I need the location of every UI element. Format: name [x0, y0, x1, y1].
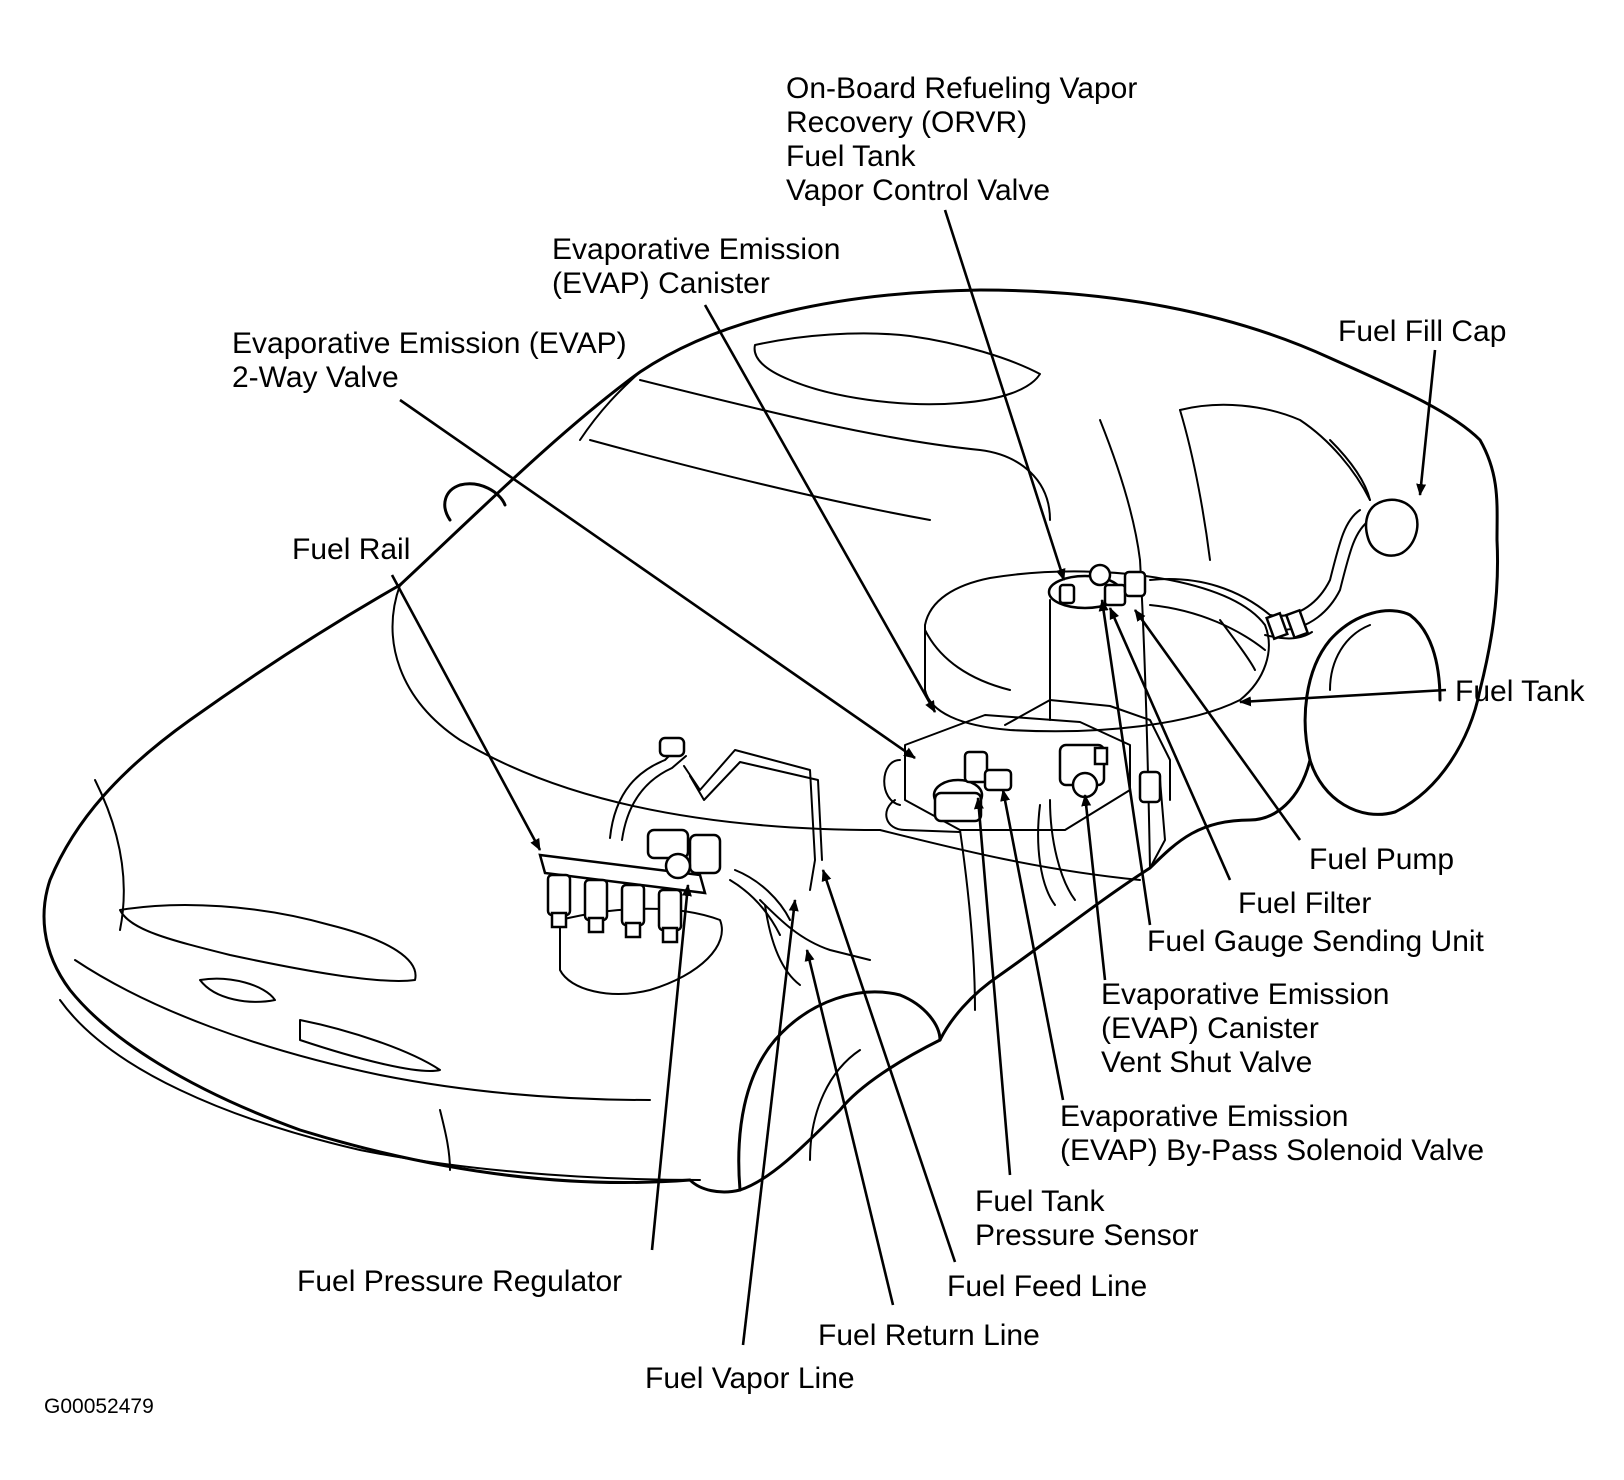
label-fuel-vapor-line: Fuel Vapor Line: [645, 1362, 855, 1395]
leader-fuel-pump: [1133, 609, 1302, 841]
label-evap-2way-valve: Evaporative Emission (EVAP) 2-Way Valve: [232, 327, 627, 395]
leader-fuel-filter: [1108, 607, 1232, 881]
label-orvr-valve: On-Board Refueling Vapor Recovery (ORVR)…: [786, 72, 1137, 208]
label-fuel-filter: Fuel Filter: [1238, 887, 1372, 920]
label-evap-bypass-solenoid: Evaporative Emission (EVAP) By-Pass Sole…: [1060, 1100, 1484, 1168]
leader-orvr: [943, 209, 1066, 581]
label-fuel-rail: Fuel Rail: [292, 533, 411, 566]
evap-components: [883, 699, 1171, 906]
leader-fuel-rail: [390, 574, 542, 851]
leader-fuel-vapor-line: [741, 899, 799, 1346]
leader-fuel-tank: [1239, 688, 1447, 707]
leader-fuel-feed-line: [821, 869, 957, 1263]
label-evap-canister-line2: (EVAP) Canister: [552, 267, 770, 300]
leader-lines: [390, 209, 1447, 1346]
label-fuel-return-line: Fuel Return Line: [818, 1319, 1040, 1352]
leader-tank-pressure-sensor: [973, 797, 1012, 1176]
fuel-rail-assembly: [538, 736, 871, 986]
label-bypass-line2: (EVAP) By-Pass Solenoid Valve: [1060, 1134, 1485, 1167]
label-fuel-tank: Fuel Tank: [1455, 675, 1585, 708]
leader-bypass-solenoid: [1000, 789, 1065, 1101]
label-evap-canister: Evaporative Emission (EVAP) Canister: [552, 233, 840, 301]
label-vent-shut-line1: Evaporative Emission: [1101, 978, 1390, 1011]
label-fuel-gauge-sending-unit: Fuel Gauge Sending Unit: [1147, 925, 1484, 958]
label-fuel-pump: Fuel Pump: [1309, 843, 1455, 876]
label-orvr-line1: On-Board Refueling Vapor: [786, 72, 1138, 105]
label-orvr-line3: Fuel Tank: [786, 140, 916, 173]
label-vent-shut-line3: Vent Shut Valve: [1101, 1046, 1313, 1079]
figure-id: G00052479: [44, 1395, 154, 1418]
label-fuel-feed-line: Fuel Feed Line: [947, 1270, 1148, 1303]
label-orvr-line2: Recovery (ORVR): [786, 106, 1028, 139]
label-bypass-line1: Evaporative Emission: [1060, 1100, 1349, 1133]
leader-evap-2way: [399, 398, 916, 760]
leader-fuel-pressure-regulator: [650, 884, 692, 1251]
leader-fuel-return-line: [804, 949, 895, 1306]
leader-fuel-fill-cap: [1416, 349, 1437, 496]
car-body-outline: [42, 288, 1500, 1194]
label-fuel-pressure-regulator: Fuel Pressure Regulator: [297, 1265, 623, 1298]
label-evap-vent-shut-valve: Evaporative Emission (EVAP) Canister Ven…: [1101, 978, 1389, 1080]
fuel-tank-assembly: [924, 498, 1419, 733]
label-tank-pressure-line1: Fuel Tank: [975, 1185, 1105, 1218]
label-orvr-line4: Vapor Control Valve: [786, 174, 1051, 207]
leader-vent-shut-valve: [1081, 794, 1107, 981]
label-fuel-fill-cap: Fuel Fill Cap: [1338, 315, 1507, 348]
label-evap-canister-line1: Evaporative Emission: [552, 233, 841, 266]
label-vent-shut-line2: (EVAP) Canister: [1101, 1012, 1319, 1045]
label-tank-pressure-line2: Pressure Sensor: [975, 1219, 1199, 1252]
label-evap-2way-line2: 2-Way Valve: [232, 361, 399, 394]
leader-evap-canister: [703, 304, 937, 713]
label-fuel-tank-pressure-sensor: Fuel Tank Pressure Sensor: [975, 1185, 1198, 1253]
leader-fuel-gauge-sending-unit: [1098, 599, 1152, 926]
label-evap-2way-line1: Evaporative Emission (EVAP): [232, 327, 627, 360]
